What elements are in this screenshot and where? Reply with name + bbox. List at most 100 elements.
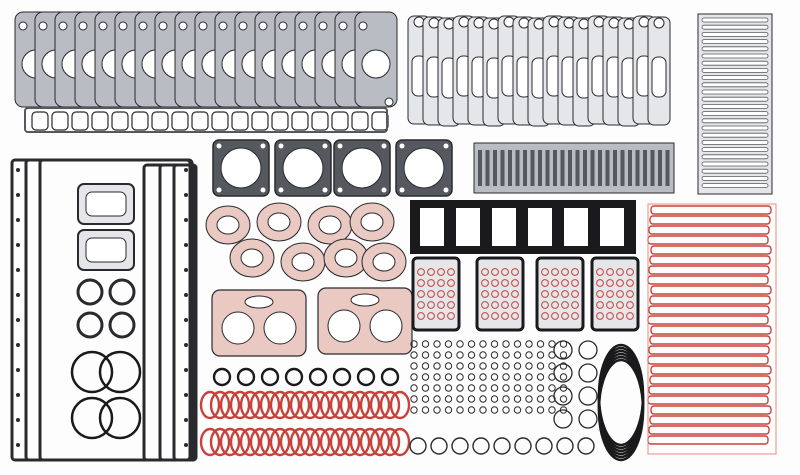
red-o-ring <box>219 390 241 420</box>
strip-gasket <box>701 68 769 73</box>
washer <box>421 384 430 392</box>
copper-gasket <box>649 255 771 265</box>
washer <box>490 373 499 381</box>
o-ring <box>108 278 136 306</box>
washer <box>444 395 453 403</box>
washer <box>513 373 522 381</box>
strip-gasket <box>701 53 769 59</box>
washer <box>502 351 510 359</box>
washer <box>421 362 430 370</box>
copper-gasket <box>647 235 769 245</box>
head-gasket-stack <box>14 11 398 133</box>
manifold-gasket-stack <box>407 15 671 127</box>
red-o-ring <box>239 427 261 457</box>
red-o-ring <box>329 390 351 420</box>
red-o-ring <box>249 390 271 420</box>
copper-gasket <box>649 335 771 345</box>
strip-gasket <box>701 46 769 52</box>
washer <box>421 406 430 414</box>
red-o-ring <box>309 427 331 457</box>
washer <box>433 340 441 348</box>
copper-gasket <box>650 405 772 415</box>
washer <box>467 373 476 381</box>
o-ring <box>356 367 376 387</box>
strip-gasket <box>701 183 769 189</box>
o-ring-large <box>70 350 114 394</box>
o-ring <box>380 367 400 387</box>
oil-pan-gasket <box>38 158 192 462</box>
strip-gasket <box>701 96 769 102</box>
thin-gasket <box>553 150 557 186</box>
red-o-ring <box>369 427 391 457</box>
red-o-ring <box>369 390 391 420</box>
copper-gasket <box>650 325 772 335</box>
strip-gasket <box>701 175 769 181</box>
red-o-ring <box>299 390 321 420</box>
thin-gasket <box>500 150 505 186</box>
copper-gasket <box>650 365 772 375</box>
medium-ring <box>553 340 573 360</box>
thin-gasket <box>575 150 580 186</box>
red-o-ring <box>339 427 361 457</box>
washer <box>467 395 476 403</box>
copper-gasket <box>649 415 771 425</box>
washer <box>410 384 418 392</box>
red-o-ring <box>269 427 291 457</box>
washer <box>525 351 533 359</box>
strip-gasket <box>701 118 769 124</box>
washer <box>410 406 418 414</box>
o-ring-large <box>98 350 142 394</box>
medium-ring <box>578 386 598 406</box>
red-o-ring <box>199 390 221 420</box>
copper-gasket <box>649 215 771 225</box>
washer <box>490 406 499 414</box>
copper-gasket <box>647 275 769 285</box>
copper-gasket-stack <box>647 203 777 455</box>
washer-large <box>409 437 427 455</box>
medium-ring <box>578 409 598 429</box>
washer <box>525 395 533 403</box>
thin-gasket <box>628 150 632 186</box>
washer <box>479 340 487 348</box>
thin-gasket <box>530 150 535 186</box>
strip-gasket <box>701 24 769 30</box>
washer <box>536 373 545 381</box>
thin-gasket <box>485 150 490 186</box>
washer-large <box>430 437 448 455</box>
square-flange-gaskets <box>212 139 453 197</box>
o-ring <box>76 311 104 339</box>
red-o-ring <box>209 427 231 457</box>
strip-gasket <box>701 32 769 37</box>
strip-gasket <box>701 82 769 88</box>
o-ring <box>284 367 304 387</box>
copper-gasket <box>648 265 770 275</box>
washer <box>513 384 522 392</box>
oil-pan-gasket <box>172 163 198 462</box>
strip-gasket <box>701 39 769 44</box>
copper-gasket <box>650 245 772 255</box>
washer <box>513 406 522 414</box>
washer-large <box>472 437 490 455</box>
thin-gasket <box>508 150 512 186</box>
washer <box>536 340 545 348</box>
washer <box>548 384 556 392</box>
washer <box>559 351 568 359</box>
large-ring-stack <box>553 340 645 462</box>
thin-gasket <box>635 150 640 186</box>
thin-gasket <box>560 150 565 186</box>
washer <box>444 373 453 381</box>
washer <box>444 406 453 414</box>
washer <box>502 406 510 414</box>
washer <box>536 362 545 370</box>
washer <box>490 351 499 359</box>
red-o-ring <box>319 390 341 420</box>
thin-gasket <box>493 150 497 186</box>
thin-gasket <box>613 150 617 186</box>
washer <box>467 351 476 359</box>
washer <box>479 406 487 414</box>
copper-gasket <box>647 395 769 405</box>
red-o-ring <box>219 427 241 457</box>
washer <box>513 351 522 359</box>
o-ring <box>76 278 104 306</box>
red-o-ring-rows <box>199 390 411 457</box>
